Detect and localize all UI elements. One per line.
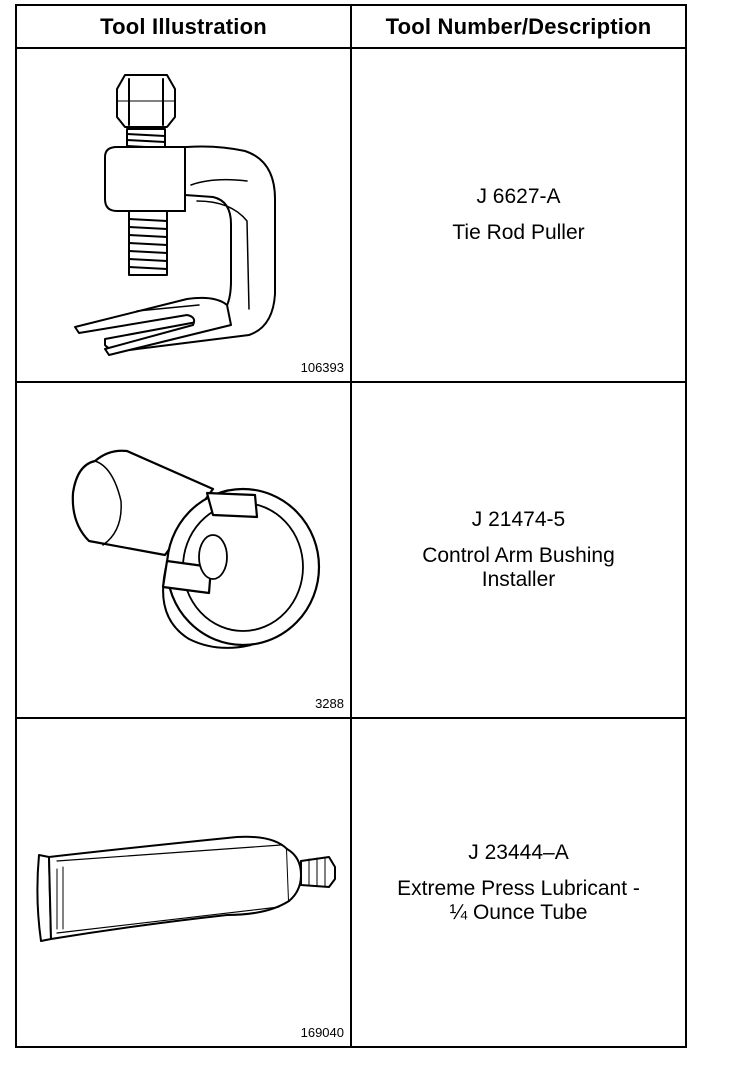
- tool-description-line: Control Arm Bushing: [422, 544, 615, 567]
- figure-number: 106393: [300, 360, 344, 375]
- tool-table: Tool Illustration Tool Number/Descriptio…: [15, 4, 687, 1048]
- tool-description-line: Extreme Press Lubricant -: [397, 876, 640, 900]
- tool-description-line: ¼ Ounce Tube: [449, 900, 588, 924]
- description-cell: J 23444–A Extreme Press Lubricant - ¼ Ou…: [352, 719, 685, 1046]
- tool-number: J 6627-A: [476, 185, 561, 208]
- lubricant-tube-icon: [36, 835, 336, 942]
- figure-number: 169040: [300, 1025, 344, 1040]
- column-header-description: Tool Number/Description: [385, 14, 652, 39]
- column-header-illustration: Tool Illustration: [100, 14, 267, 39]
- tool-description-line: Tie Rod Puller: [452, 221, 585, 244]
- description-cell: J 21474-5 Control Arm Bushing Installer: [352, 383, 685, 717]
- tool-number: J 23444–A: [468, 840, 569, 864]
- table-row: 3288 J 21474-5 Control Arm Bushing Insta…: [17, 383, 685, 719]
- illustration-cell: 106393: [17, 49, 350, 381]
- illustration-cell: 169040: [17, 719, 350, 1046]
- table-row: 169040 J 23444–A Extreme Press Lubricant…: [17, 719, 685, 1046]
- bushing-installer-icon: [71, 449, 321, 649]
- column-divider: [350, 6, 352, 1046]
- tool-number: J 21474-5: [471, 508, 566, 531]
- figure-number: 3288: [315, 696, 344, 711]
- tool-description-line: Installer: [481, 568, 556, 591]
- description-cell: J 6627-A Tie Rod Puller: [352, 49, 685, 381]
- illustration-cell: 3288: [17, 383, 350, 717]
- tie-rod-puller-icon: [74, 74, 276, 356]
- table-row: 106393 J 6627-A Tie Rod Puller: [17, 49, 685, 383]
